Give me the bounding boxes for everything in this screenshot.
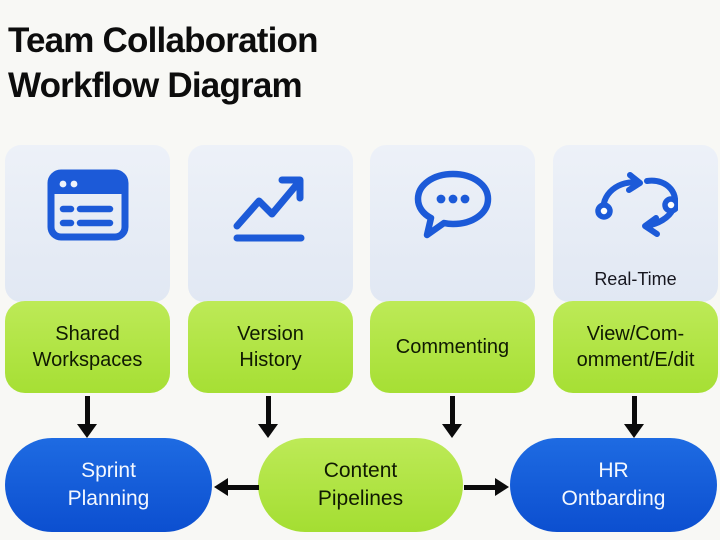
node-content-pipelines: Content Pipelines xyxy=(258,438,463,532)
column-card-version-history xyxy=(188,145,353,302)
right-arrow xyxy=(464,478,509,496)
down-arrow-3 xyxy=(442,396,462,438)
node-version-history: Version History xyxy=(188,301,353,393)
real-time-caption: Real-Time xyxy=(594,269,677,289)
node-hr-ontbarding: HR Ontbarding xyxy=(510,438,717,532)
node-shared-workspaces: Shared Workspaces xyxy=(5,301,170,393)
node-view-comment-edit: View/Com- omment/E/dit xyxy=(553,301,718,393)
node-commenting: Commenting xyxy=(370,301,535,393)
trend-up-icon xyxy=(233,176,304,242)
comment-bubble-icon xyxy=(414,170,491,239)
down-arrow-2 xyxy=(258,396,278,438)
down-arrow-4 xyxy=(624,396,644,438)
browser-window-icon xyxy=(47,169,128,241)
down-arrow-1 xyxy=(77,396,97,438)
column-card-commenting xyxy=(370,145,535,302)
column-card-shared-workspaces xyxy=(5,145,170,302)
page-title: Team Collaboration Workflow Diagram xyxy=(8,21,319,105)
left-arrow xyxy=(214,478,259,496)
column-card-real-time xyxy=(553,145,718,302)
node-sprint-planning: Sprint Planning xyxy=(5,438,212,532)
sync-arrows-icon xyxy=(594,172,678,237)
